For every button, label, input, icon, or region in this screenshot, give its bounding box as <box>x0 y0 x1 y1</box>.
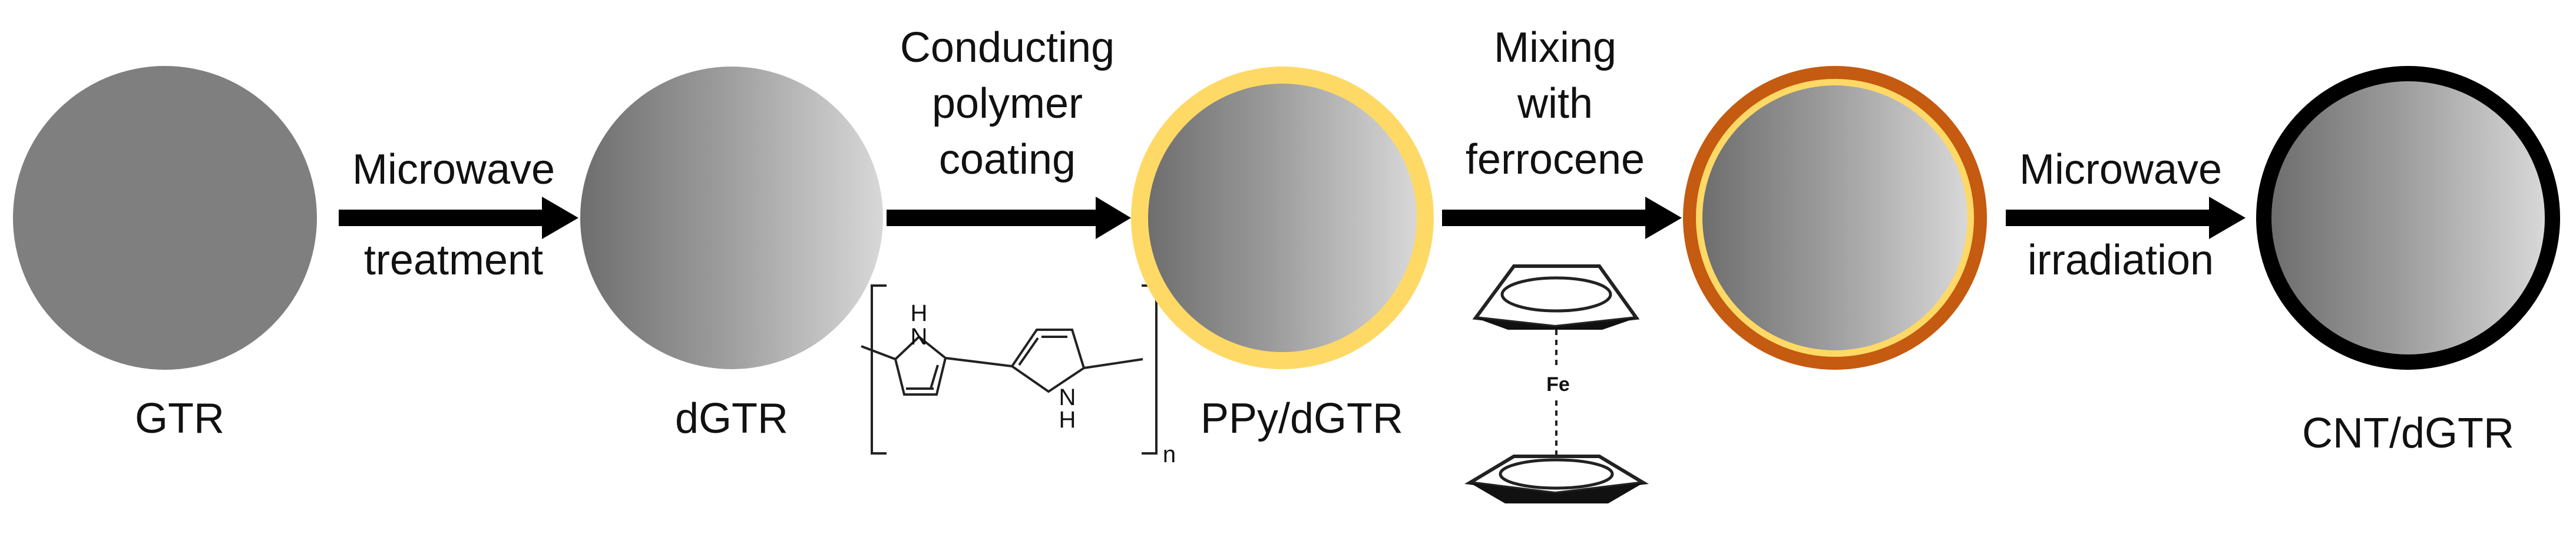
ferrocene-core <box>1702 85 1967 350</box>
microwave-treatment-arrow <box>339 197 578 239</box>
pyrrole-n1: N <box>911 324 928 350</box>
cnt-dgtr-label: CNT/dGTR <box>2302 410 2514 457</box>
polymer-coating-arrow <box>887 197 1131 239</box>
step2-line2: polymer <box>932 80 1083 127</box>
polymer-subscript-n: n <box>1163 442 1176 468</box>
ferrocene-fe-label: Fe <box>1546 373 1570 396</box>
cnt-dgtr-core <box>2271 81 2545 354</box>
ppy-dgtr-core <box>1148 84 1417 352</box>
step1-line2: treatment <box>364 237 543 284</box>
pyrrole-h1: H <box>911 300 928 326</box>
microwave-irradiation-arrow <box>2006 197 2246 239</box>
step3-line1: Mixing <box>1494 24 1616 71</box>
ferrocene-mixing-arrow <box>1442 197 1682 239</box>
step1-line1: Microwave <box>352 146 555 193</box>
step3-line3: ferrocene <box>1466 136 1645 183</box>
step4-line2: irradiation <box>2028 237 2214 284</box>
ppy-dgtr-label: PPy/dGTR <box>1201 395 1403 442</box>
gtr-label: GTR <box>135 395 224 442</box>
pyrrole-h2: H <box>1059 407 1076 433</box>
dgtr-label: dGTR <box>675 395 788 442</box>
step3-line2: with <box>1517 80 1593 127</box>
pyrrole-n2: N <box>1059 384 1076 410</box>
step2-line3: coating <box>939 136 1076 183</box>
polypyrrole-structure <box>861 284 1158 455</box>
step2-line1: Conducting <box>900 24 1115 71</box>
step4-line1: Microwave <box>2019 146 2222 193</box>
gtr-sphere <box>13 66 317 370</box>
ferrocene-structure <box>1464 264 1649 503</box>
dgtr-sphere <box>580 67 883 369</box>
